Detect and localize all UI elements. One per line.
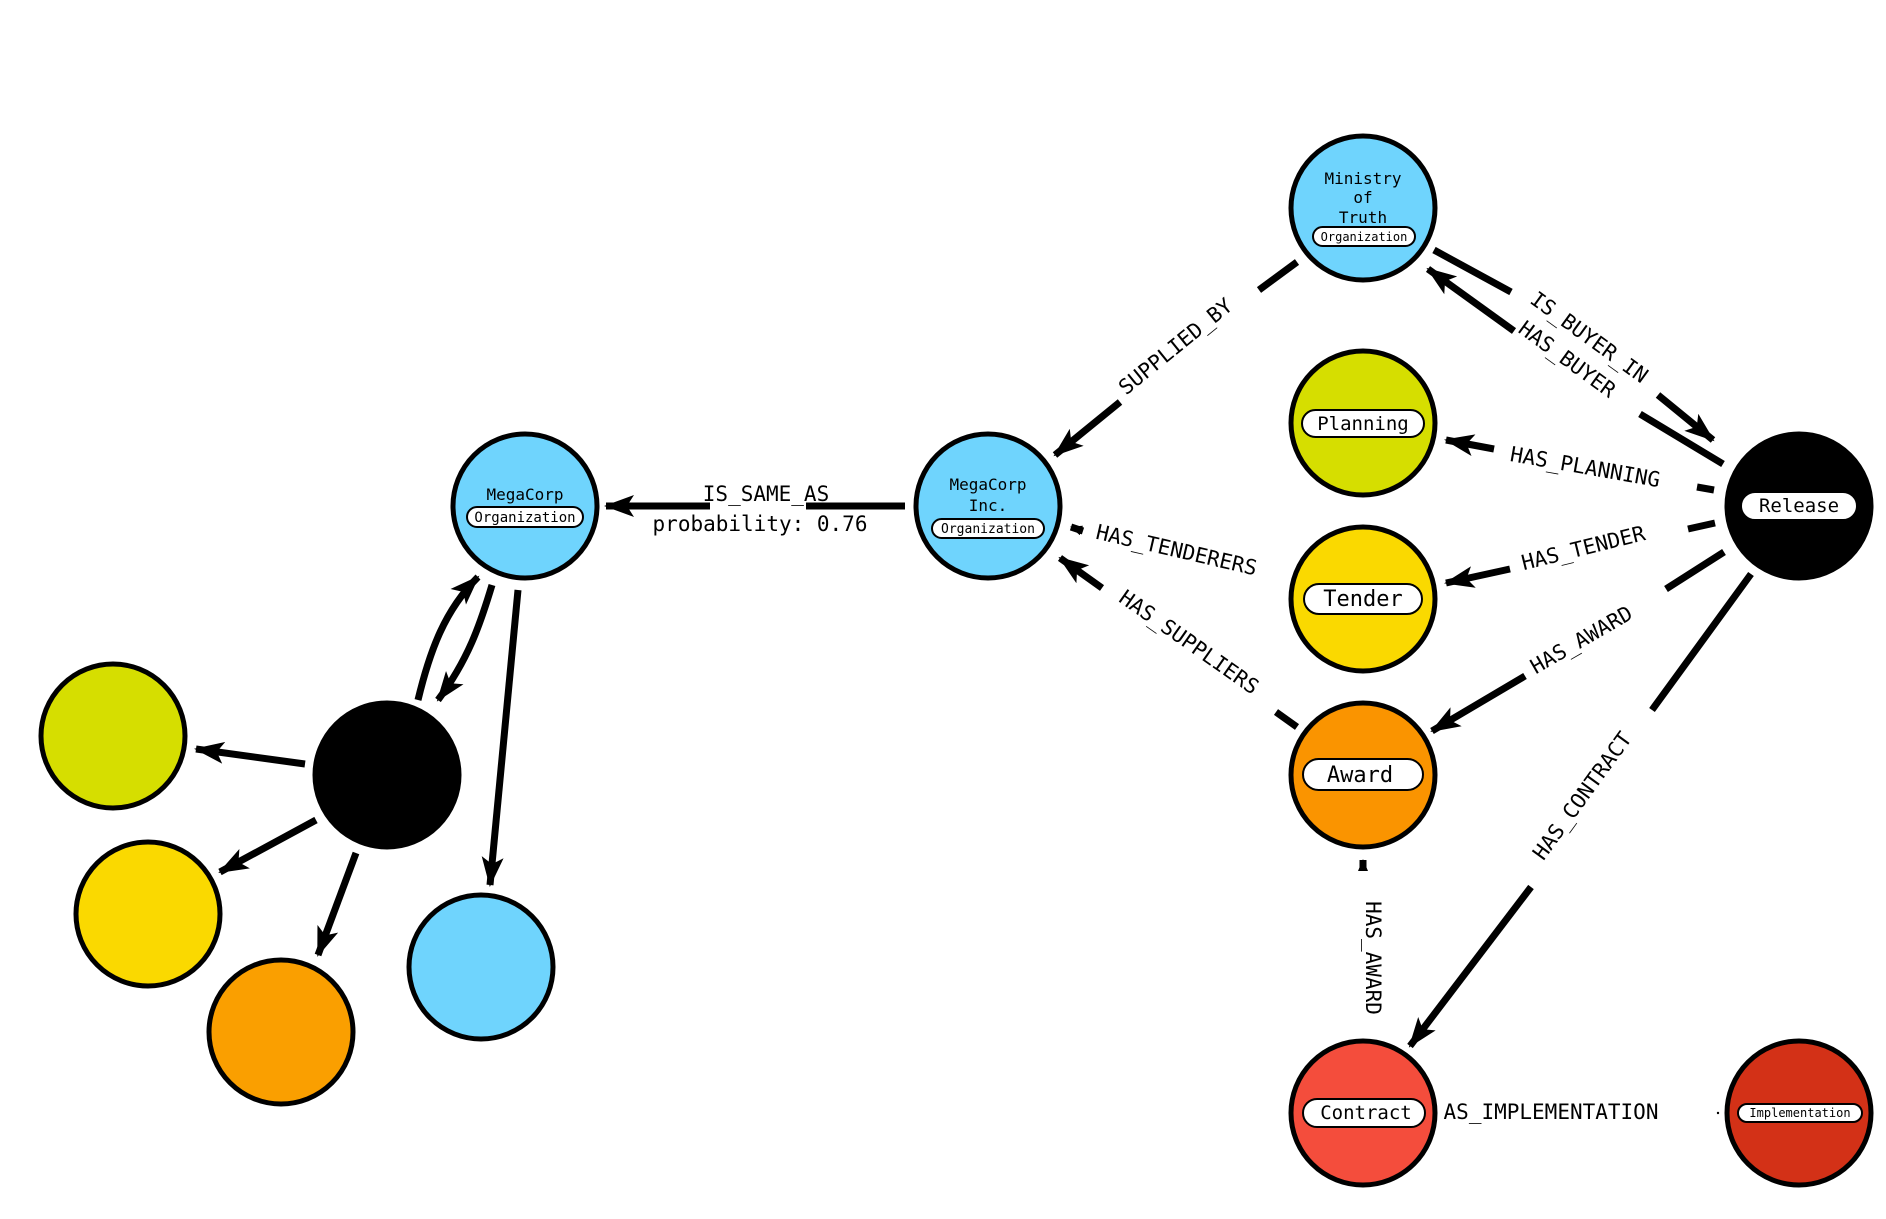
node-planning[interactable]: Planning xyxy=(1288,348,1438,498)
node-name-line: Inc. xyxy=(969,496,1008,515)
node-cluster-blue[interactable] xyxy=(406,892,556,1042)
edge-has-implementation[interactable]: AS_IMPLEMENTATION xyxy=(1444,1100,1720,1124)
edge-has-tender[interactable]: HAS_TENDER xyxy=(1444,519,1716,588)
svg-text:Release: Release xyxy=(1759,495,1839,517)
node-label-badge: Tender xyxy=(1303,583,1423,615)
svg-text:Organization: Organization xyxy=(941,522,1035,537)
node-megacorp-inc[interactable]: MegaCorp Inc. Organization xyxy=(913,431,1063,581)
edge-label-has-implementation: AS_IMPLEMENTATION xyxy=(1444,1100,1659,1124)
edge-label-has-suppliers: HAS_SUPPLIERS xyxy=(1115,585,1263,699)
node-cluster-center[interactable] xyxy=(312,700,462,850)
node-name-line: MegaCorp xyxy=(949,475,1026,494)
node-cluster-orange[interactable] xyxy=(206,957,356,1107)
svg-text:Implementation: Implementation xyxy=(1749,1106,1850,1120)
edge-label-has-planning: HAS_PLANNING xyxy=(1508,442,1662,492)
cluster-edges xyxy=(194,574,522,957)
svg-text:Contract: Contract xyxy=(1320,1102,1412,1124)
node-name-line: of xyxy=(1353,188,1372,207)
svg-text:Organization: Organization xyxy=(474,510,575,526)
node-award[interactable]: Award xyxy=(1288,700,1438,850)
edge-cluster-to-orange[interactable] xyxy=(314,851,360,957)
edge-label-is-same-as: IS_SAME_AS xyxy=(703,482,829,506)
edge-cluster-to-megacorp[interactable] xyxy=(414,574,481,701)
node-label-badge: Organization xyxy=(466,506,584,528)
edge-has-suppliers[interactable]: HAS_SUPPLIERS xyxy=(1057,555,1300,730)
node-cluster-yellowgreen[interactable] xyxy=(38,661,188,811)
edge-is-buyer-in[interactable]: IS_BUYER_IN xyxy=(1432,246,1716,443)
node-label-badge: Organization xyxy=(931,518,1045,539)
node-name-line: MegaCorp xyxy=(486,485,563,504)
node-label-badge: Contract xyxy=(1302,1098,1426,1128)
edge-label-has-contract: HAS_CONTRACT xyxy=(1528,727,1637,864)
svg-text:Planning: Planning xyxy=(1317,413,1409,435)
node-megacorp[interactable]: MegaCorp Organization xyxy=(450,431,600,581)
node-label-badge: Release xyxy=(1740,491,1858,521)
edge-label-supplied-by: SUPPLIED_BY xyxy=(1114,293,1237,399)
edge-label-has-tenderers: HAS_TENDERERS xyxy=(1094,520,1260,580)
edge-stub-implementation xyxy=(1716,1111,1720,1115)
edge-property-probability: probability: 0.76 xyxy=(653,512,868,536)
edge-is-same-as[interactable]: IS_SAME_AS probability: 0.76 xyxy=(604,482,905,536)
node-release[interactable]: Release xyxy=(1724,431,1874,581)
svg-text:Tender: Tender xyxy=(1323,587,1402,612)
edge-has-planning[interactable]: HAS_PLANNING xyxy=(1444,434,1715,494)
edge-megacorp-to-blue[interactable] xyxy=(481,589,522,887)
node-ministry-of-truth[interactable]: Ministry of Truth Organization xyxy=(1288,133,1438,283)
edge-label-has-award-contract: HAS_AWARD xyxy=(1361,901,1385,1015)
node-name-line: Truth xyxy=(1339,208,1387,227)
edge-supplied-by[interactable]: SUPPLIED_BY xyxy=(1052,259,1300,458)
edge-label-has-award-release: HAS_AWARD xyxy=(1526,601,1637,679)
edge-megacorp-to-cluster[interactable] xyxy=(435,583,496,703)
edge-cluster-to-yellowgreen[interactable] xyxy=(194,741,306,768)
edge-label-has-tender: HAS_TENDER xyxy=(1519,521,1648,575)
node-contract[interactable]: Contract xyxy=(1288,1038,1438,1188)
node-label-badge: Planning xyxy=(1301,409,1425,438)
node-label-badge: Implementation xyxy=(1737,1103,1863,1123)
node-cluster-yellow[interactable] xyxy=(73,839,223,989)
svg-text:Organization: Organization xyxy=(1321,230,1408,244)
node-implementation[interactable]: Implementation xyxy=(1724,1038,1874,1188)
node-tender[interactable]: Tender xyxy=(1288,524,1438,674)
edge-cluster-to-yellow[interactable] xyxy=(218,816,318,876)
node-name-line: Ministry xyxy=(1324,169,1401,188)
edge-has-award-contract[interactable]: HAS_AWARD xyxy=(1358,859,1385,1015)
svg-text:Award: Award xyxy=(1327,763,1393,788)
node-label-badge: Organization xyxy=(1312,226,1416,247)
edge-has-tenderers[interactable]: HAS_TENDERERS xyxy=(1069,520,1260,580)
edge-has-buyer[interactable]: HAS_BUYER xyxy=(1425,266,1725,467)
node-label-badge: Award xyxy=(1302,758,1424,791)
